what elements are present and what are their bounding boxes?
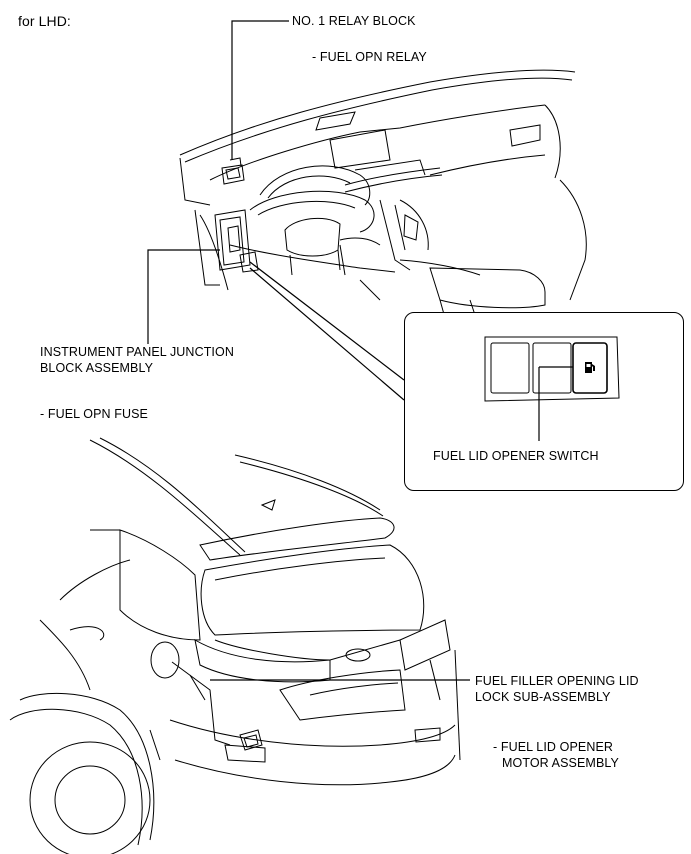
- junction-block-label-line1: INSTRUMENT PANEL JUNCTION: [40, 345, 234, 359]
- lock-label-line1: FUEL FILLER OPENING LID: [475, 674, 639, 688]
- fuel-pump-icon: [585, 362, 595, 373]
- switch-panel-bezel: [484, 336, 620, 402]
- page-title: for LHD:: [18, 13, 71, 29]
- fuse-item-label: - FUEL OPN FUSE: [40, 407, 148, 421]
- car-rear-illustration: [9, 437, 461, 854]
- leader-lines-dashboard: [147, 20, 405, 401]
- relay-leader-line: [231, 20, 289, 160]
- relay-block-label: NO. 1 RELAY BLOCK: [292, 14, 416, 28]
- motor-label-line1: - FUEL LID OPENER: [493, 740, 614, 754]
- blank-switch-center: [532, 342, 572, 394]
- switch-detail-inset: FUEL LID OPENER SWITCH: [404, 312, 684, 491]
- inset-leader-lower: [249, 267, 405, 401]
- relay-item-label: - FUEL OPN RELAY: [312, 50, 427, 64]
- dashboard-illustration: [179, 69, 587, 331]
- blank-switch-left: [490, 342, 530, 394]
- fuel-lid-opener-switch[interactable]: [572, 342, 608, 394]
- junction-block-label-line2: BLOCK ASSEMBLY: [40, 361, 154, 375]
- motor-leader-line: [258, 740, 488, 753]
- junction-leader-line: [147, 249, 220, 344]
- leader-lines-car: [210, 679, 488, 753]
- opener-switch-label: FUEL LID OPENER SWITCH: [433, 449, 599, 463]
- lock-label-line2: LOCK SUB-ASSEMBLY: [475, 690, 611, 704]
- switch-panel-drawing: [484, 336, 620, 441]
- inset-leader-upper: [249, 261, 405, 381]
- motor-label-line2: MOTOR ASSEMBLY: [502, 756, 619, 770]
